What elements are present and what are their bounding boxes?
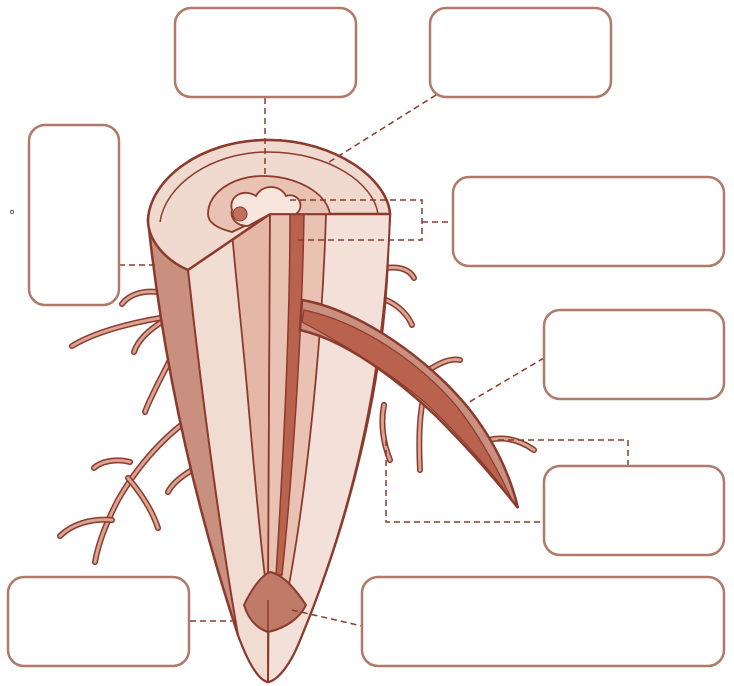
label-box-left[interactable] [29, 125, 119, 305]
leader-line [326, 95, 436, 164]
root-top-phloem [233, 207, 247, 221]
label-box-right-middle[interactable] [544, 310, 724, 399]
label-box-top-right[interactable] [430, 8, 611, 97]
label-box-top-left[interactable] [175, 8, 356, 97]
leader-line [386, 440, 544, 522]
label-box-right-upper[interactable] [453, 177, 724, 266]
label-box-right-lower[interactable] [544, 466, 724, 555]
marker-symbol: ∘ [8, 205, 16, 220]
root-hair [386, 300, 412, 325]
leader-line [466, 358, 544, 404]
label-box-bottom-left[interactable] [8, 577, 189, 666]
label-box-bottom-right[interactable] [362, 577, 724, 666]
